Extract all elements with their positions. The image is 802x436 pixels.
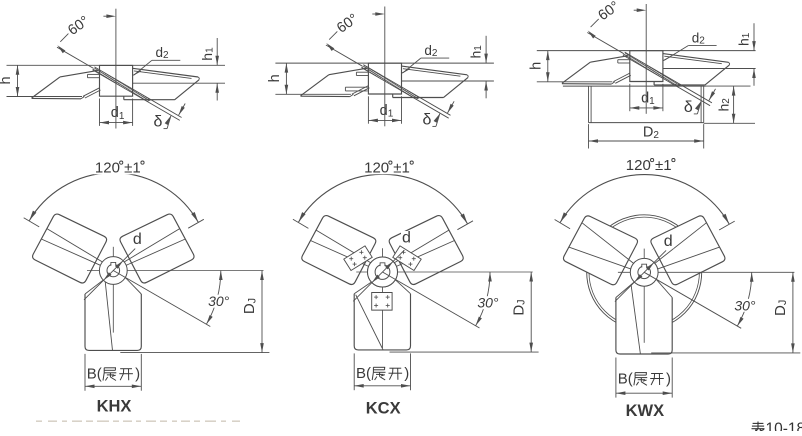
svg-text:): ) [666, 370, 671, 387]
svg-text:δ: δ [684, 99, 693, 116]
svg-text:30°: 30° [734, 297, 756, 313]
svg-text:KWX: KWX [626, 402, 665, 420]
svg-text:δ: δ [154, 114, 163, 131]
svg-text:h: h [529, 62, 545, 70]
svg-text:120 ±1: 120 ±1 [626, 157, 672, 174]
svg-text:): ) [404, 365, 409, 382]
svg-text:B(: B( [87, 366, 102, 383]
svg-text:30°: 30° [208, 293, 230, 309]
svg-text:120 ±1: 120 ±1 [364, 159, 410, 176]
svg-text:B(: B( [618, 370, 633, 387]
svg-text:h: h [0, 76, 14, 84]
svg-text:h: h [267, 74, 283, 82]
svg-text:120 ±1: 120 ±1 [95, 159, 141, 176]
svg-text:d: d [664, 233, 673, 250]
svg-text:d: d [133, 231, 142, 248]
svg-text:δ: δ [422, 111, 431, 128]
svg-text:d: d [402, 230, 411, 247]
svg-text:B(: B( [356, 365, 371, 382]
svg-text:30°: 30° [477, 295, 499, 311]
svg-text:): ) [135, 366, 140, 383]
svg-text:KCX: KCX [366, 400, 401, 418]
svg-text:KHX: KHX [97, 398, 132, 416]
svg-text:10-18: 10-18 [766, 421, 802, 432]
